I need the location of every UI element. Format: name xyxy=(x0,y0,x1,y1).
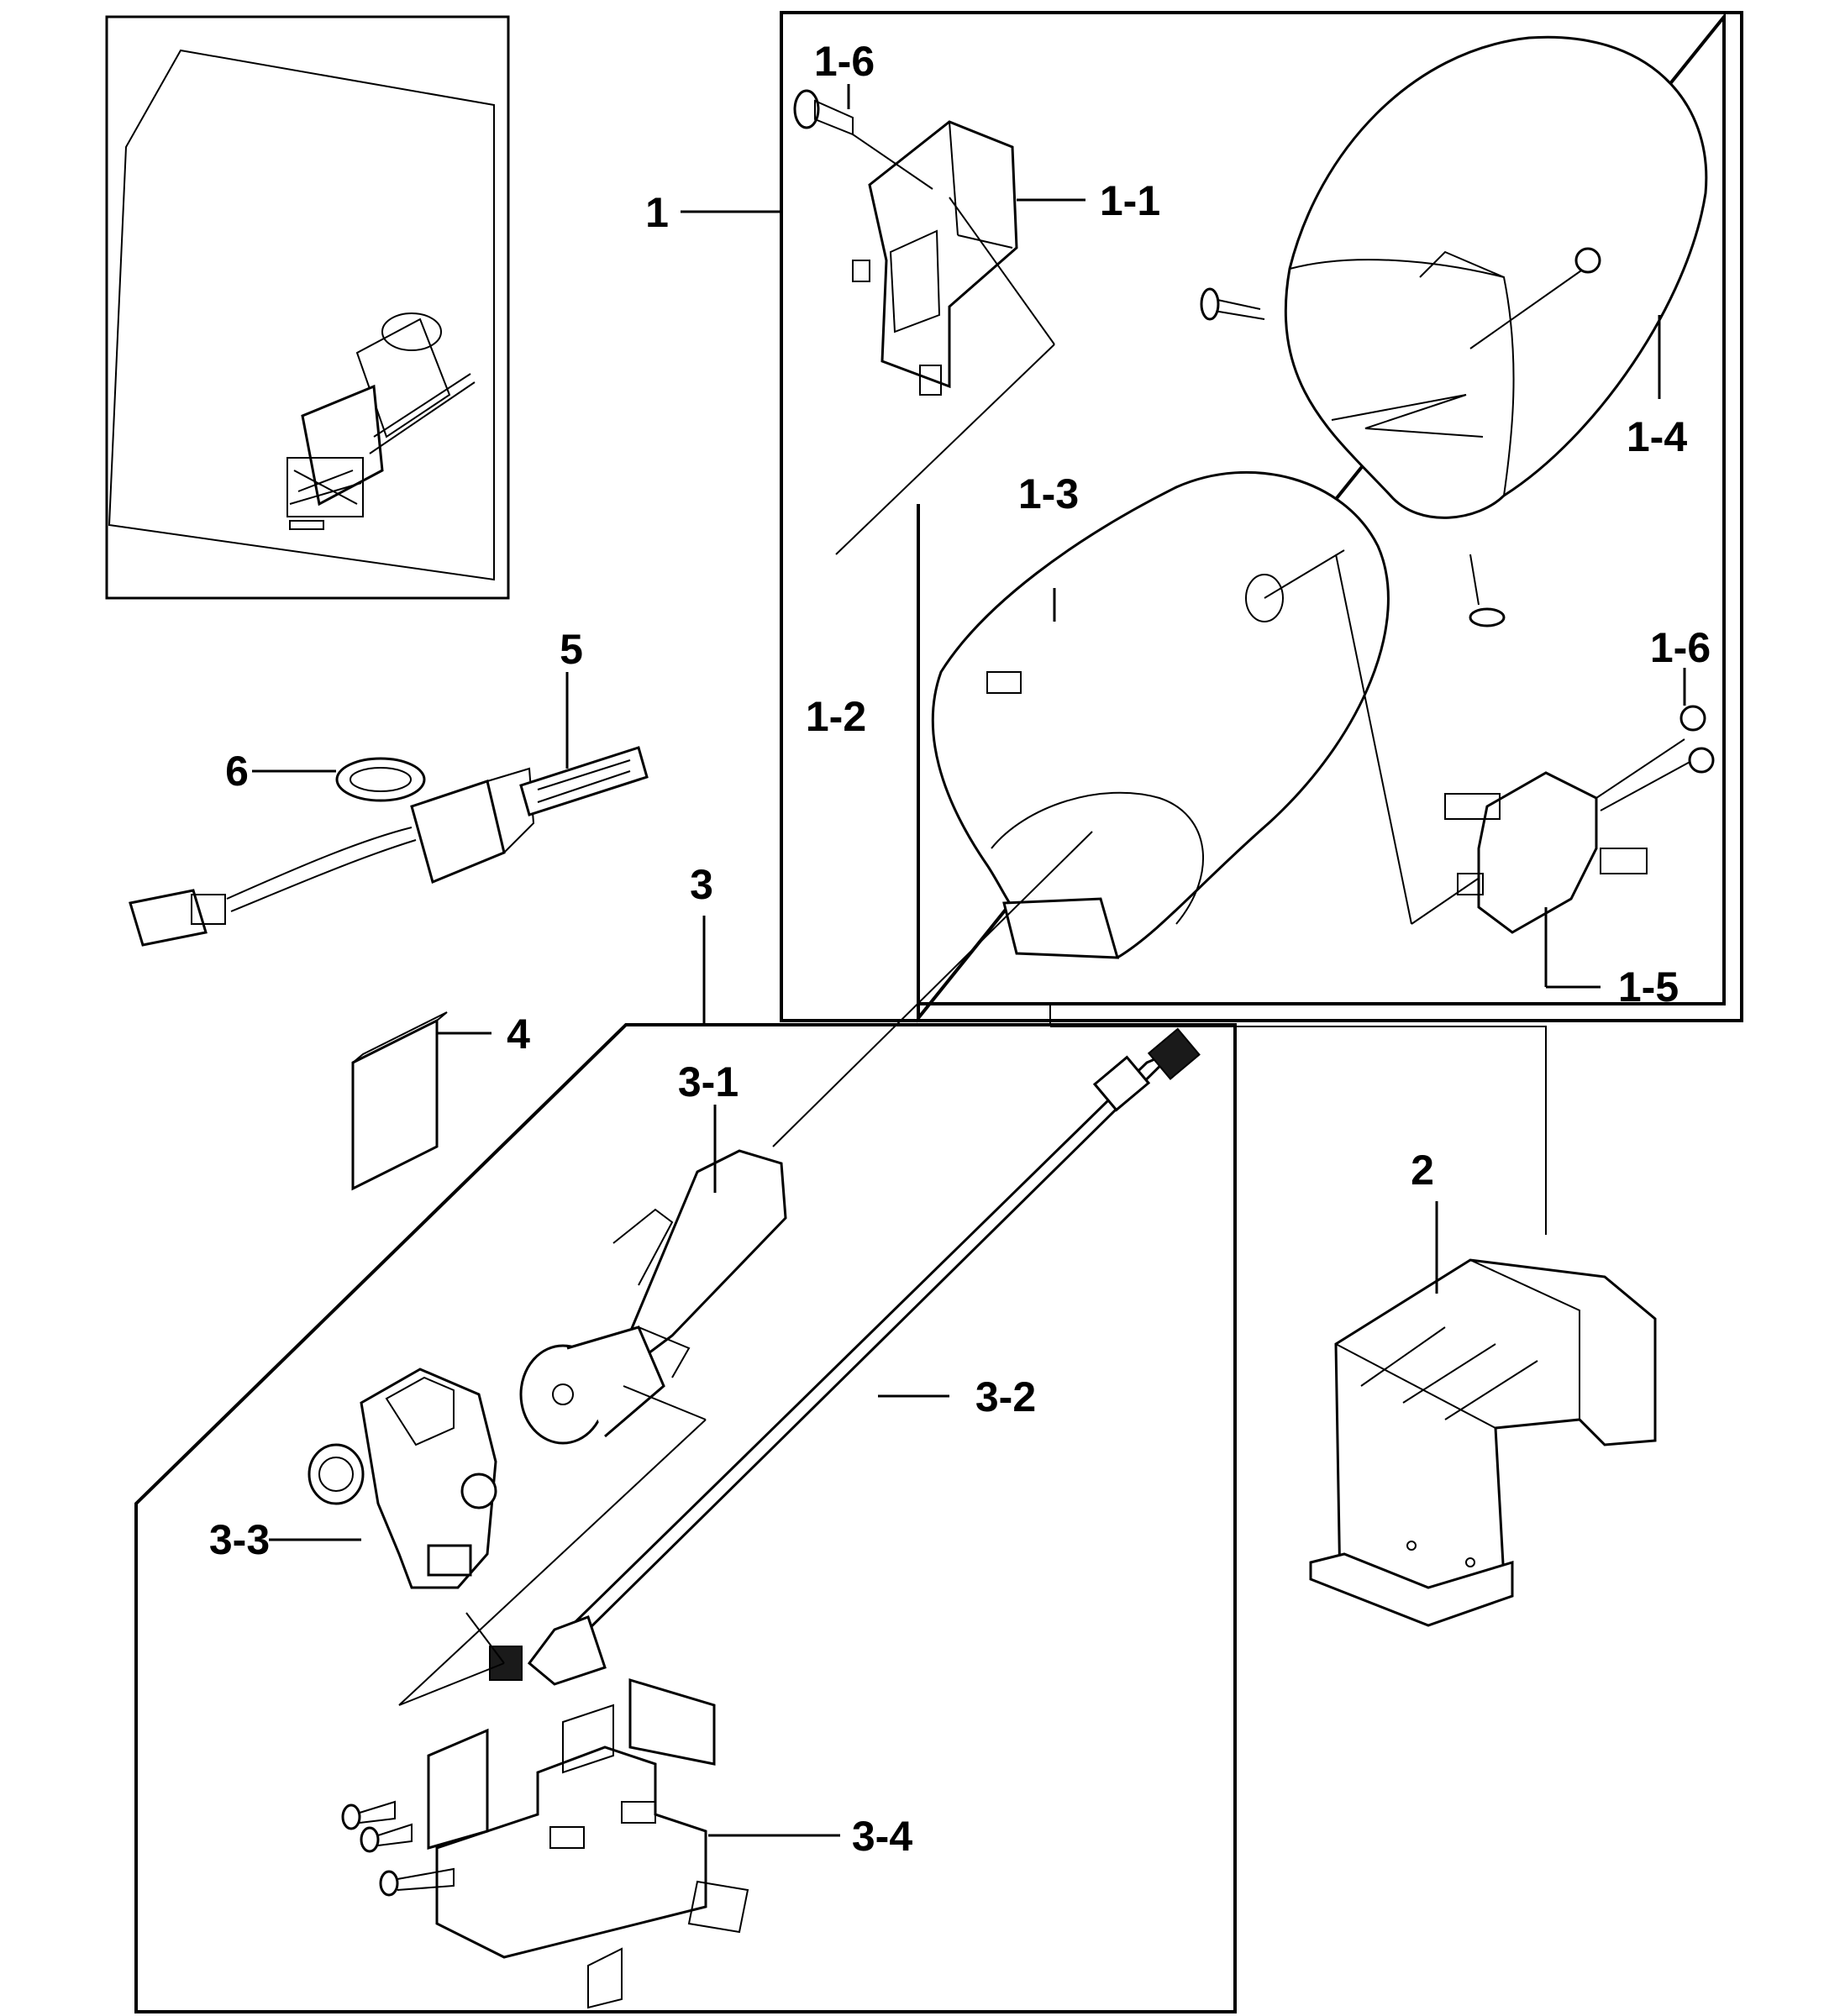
part-2-mounting-bracket xyxy=(1309,1201,1657,1627)
label-part-5: 5 xyxy=(560,626,583,673)
label-part-3-3: 3-3 xyxy=(209,1516,270,1563)
screw-icon xyxy=(341,1800,455,1897)
part-1-4-shield xyxy=(1200,35,1708,627)
part-1-6-screw-top xyxy=(793,84,933,190)
part-3-3-gas-valve xyxy=(269,1368,505,1706)
part-1-5-flame-sensor xyxy=(1444,668,1715,989)
part-5-igniter xyxy=(129,672,649,947)
label-part-1-1: 1-1 xyxy=(1100,177,1160,224)
part-3-4-valve-bracket xyxy=(341,1677,840,2009)
overview-burner-thumbnail xyxy=(286,312,476,530)
label-part-1: 1 xyxy=(645,189,669,236)
group-3-frame xyxy=(134,916,1237,2013)
label-part-1-6-top: 1-6 xyxy=(814,38,875,85)
label-part-4: 4 xyxy=(507,1011,530,1058)
callout-labels: 1 1-1 1-2 1-3 1-4 1-5 1-6 1-6 2 3 3-1 3-… xyxy=(209,38,1711,1860)
label-part-1-4: 1-4 xyxy=(1627,413,1687,460)
label-part-3-4: 3-4 xyxy=(852,1813,912,1860)
label-part-2: 2 xyxy=(1411,1147,1434,1194)
label-part-6: 6 xyxy=(225,748,249,795)
label-part-3: 3 xyxy=(690,861,713,908)
screw-icon xyxy=(1200,247,1601,627)
part-3-2-gas-pipe xyxy=(489,1027,1201,1686)
label-part-1-5: 1-5 xyxy=(1618,963,1679,1011)
label-part-3-1: 3-1 xyxy=(678,1058,739,1105)
part-3-1-burner-tube xyxy=(398,1105,787,1706)
part-1-2-burner-housing xyxy=(772,470,1597,1235)
label-part-1-3: 1-3 xyxy=(1018,470,1079,517)
part-6-o-ring xyxy=(252,757,426,802)
part-4-gasket-pad xyxy=(351,1011,491,1191)
part-1-1-bracket xyxy=(835,120,1085,555)
label-part-1-6-right: 1-6 xyxy=(1650,624,1711,671)
label-part-1-2: 1-2 xyxy=(806,693,866,740)
part-1-6-screws-right xyxy=(1595,668,1715,811)
label-part-3-2: 3-2 xyxy=(975,1373,1036,1420)
overview-inset xyxy=(105,15,510,600)
